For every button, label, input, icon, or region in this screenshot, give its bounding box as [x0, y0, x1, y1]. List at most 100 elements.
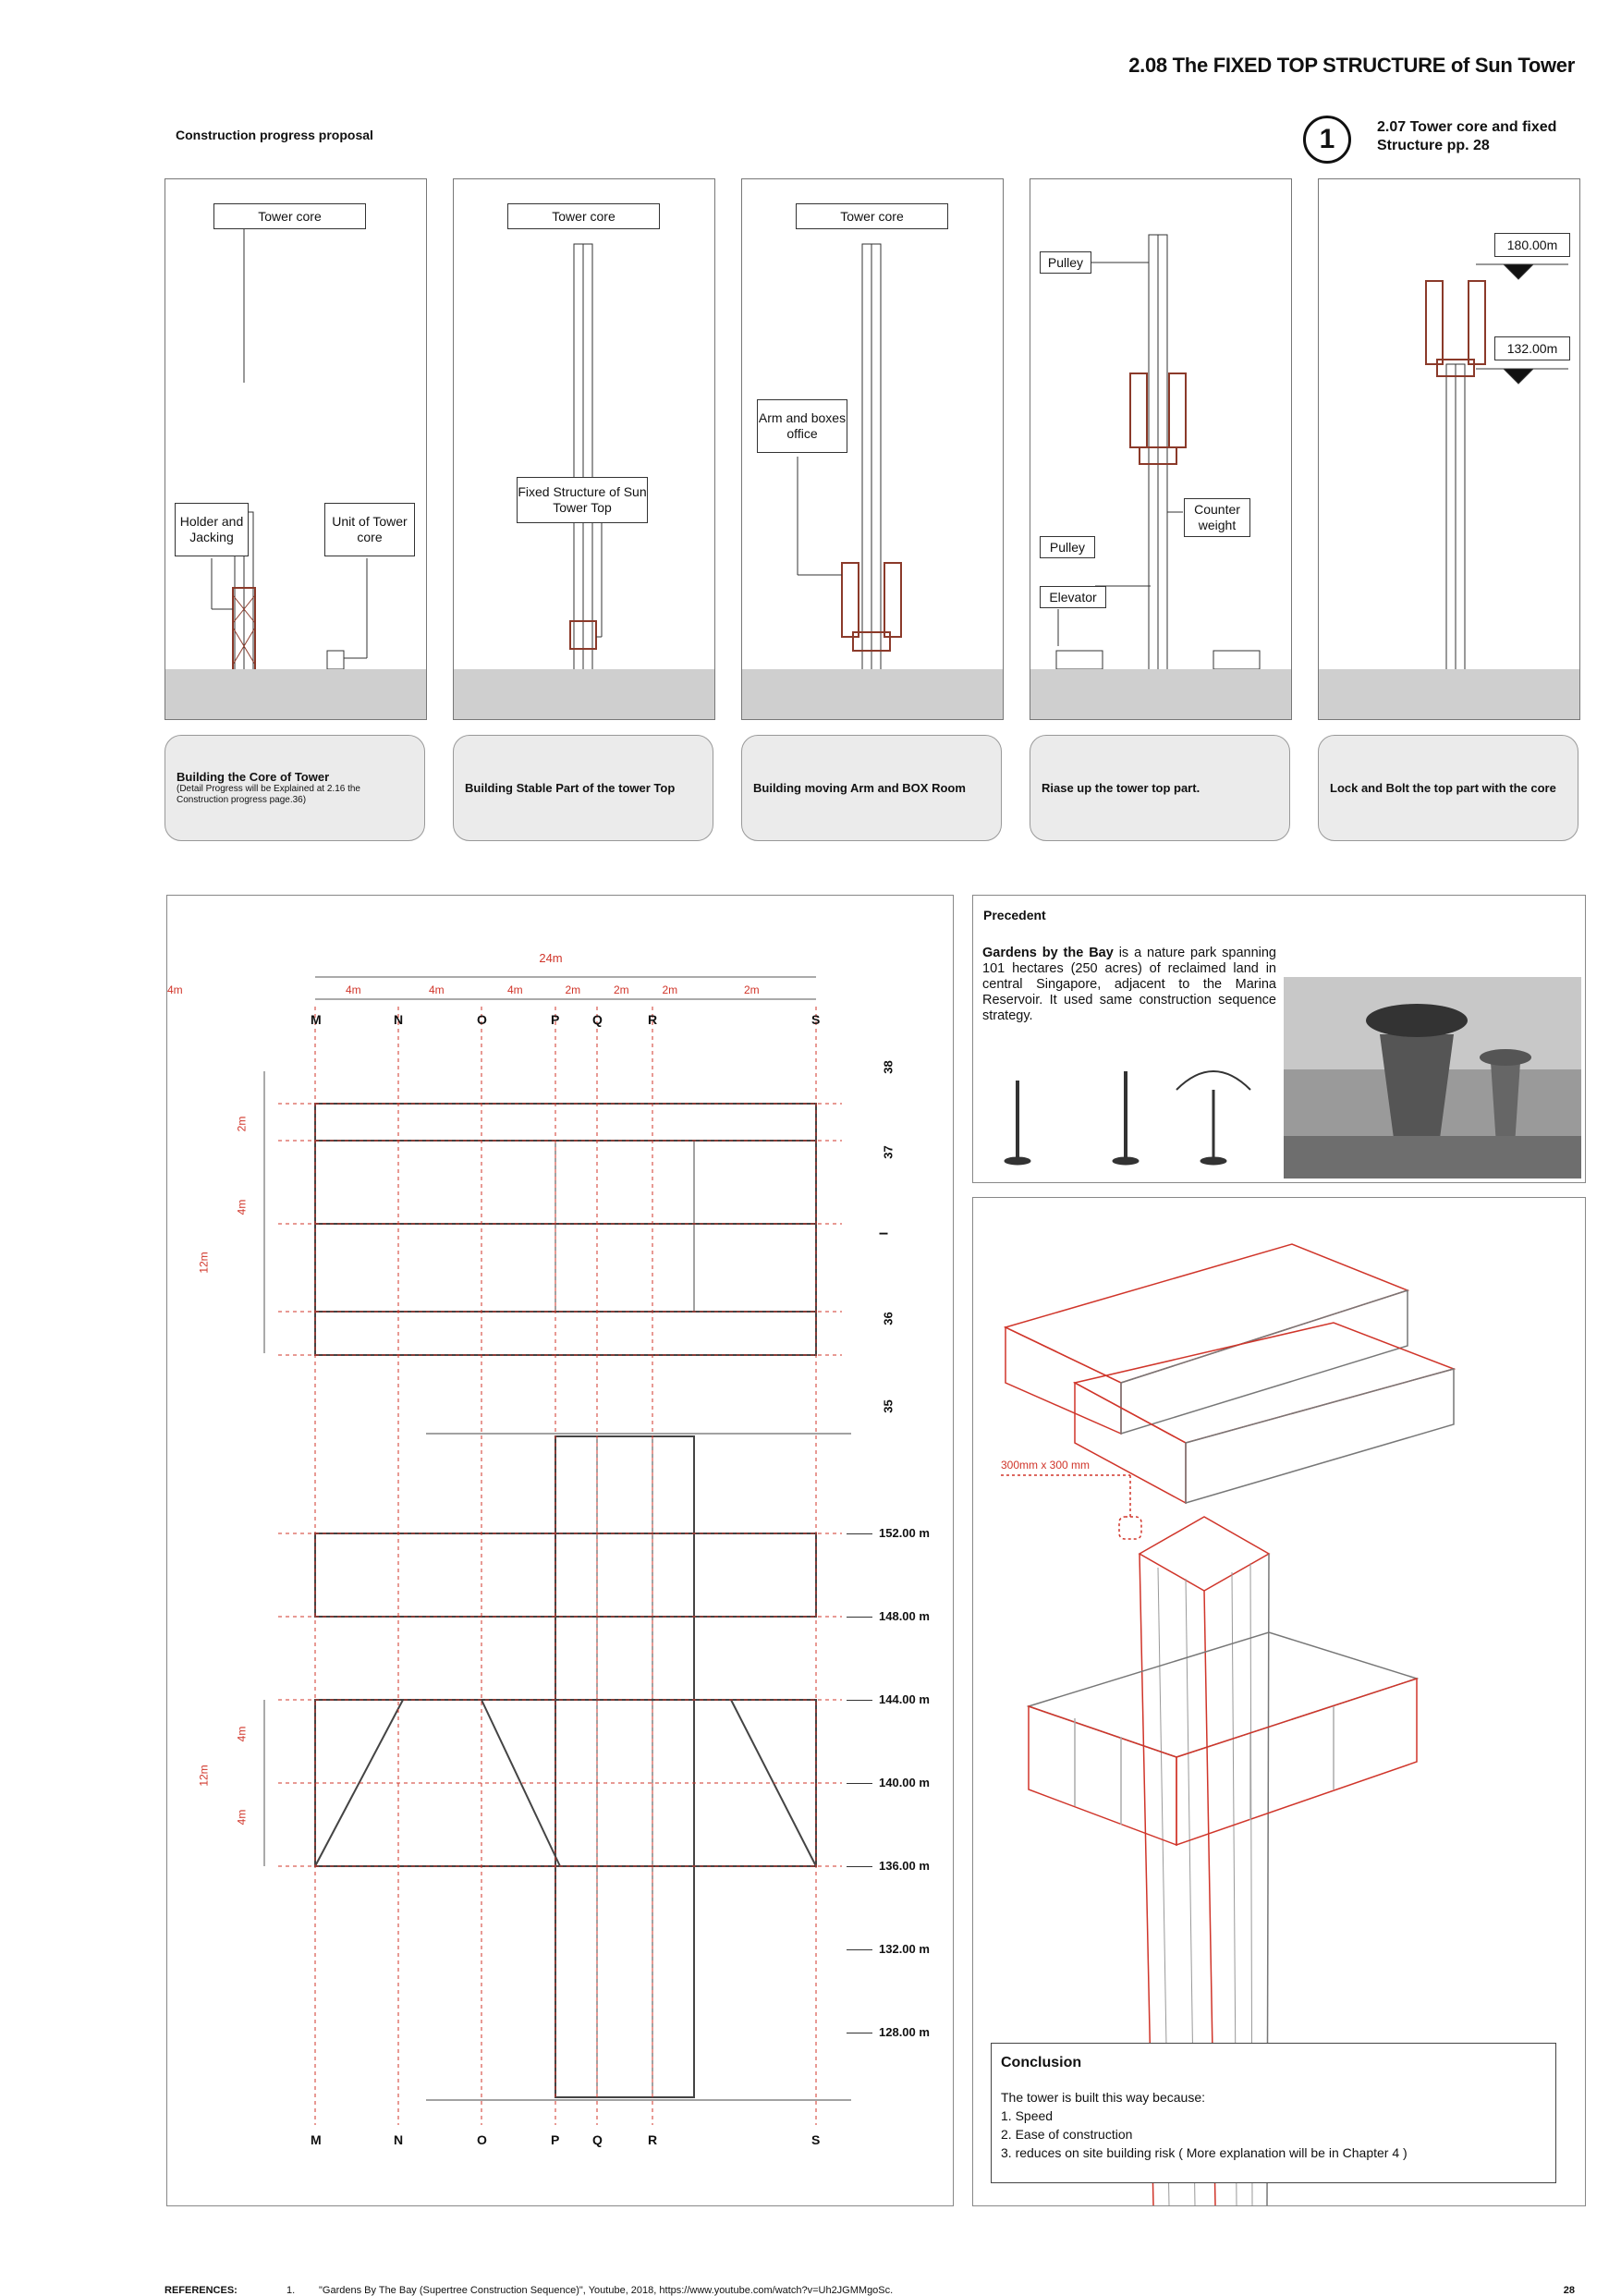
plan-level-tick	[847, 1866, 872, 1867]
ground-section	[1030, 669, 1291, 719]
precedent-images	[1004, 977, 1581, 1179]
plan-total-width: 24m	[539, 951, 563, 965]
structural-plan-drawing	[263, 976, 851, 2125]
label-holder-jacking: Holder and Jacking	[175, 503, 249, 556]
plan-bay-width: 2m	[744, 983, 760, 996]
plan-grid-letter: O	[477, 2132, 487, 2147]
plan-row-label: 36	[881, 1312, 896, 1325]
plan-dim-4m-lower-a: 4m	[235, 1726, 249, 1742]
reference-note: 2.07 Tower core and fixed Structure pp. …	[1377, 119, 1557, 153]
stage-5-drawing	[1425, 263, 1568, 719]
precedent-description: Gardens by the Bay is a nature park span…	[982, 946, 1276, 1024]
stage-1-drawing	[211, 207, 368, 719]
plan-grid-letter: P	[551, 1012, 560, 1027]
plan-row-label: 37	[881, 1145, 896, 1159]
plan-level-tick	[847, 1783, 872, 1784]
plan-level-tick	[847, 1533, 872, 1534]
plan-level-label: 152.00 m	[879, 1526, 930, 1540]
label-elevator: Elevator	[1040, 586, 1106, 608]
plan-dim-2m: 2m	[235, 1116, 249, 1132]
stage-caption-3: Building moving Arm and BOX Room	[741, 735, 1002, 841]
ground-section	[165, 669, 426, 719]
plan-bay-width: 4m	[167, 983, 183, 996]
plan-grid-letter: N	[394, 1012, 404, 1027]
label-pulley-bottom: Pulley	[1040, 536, 1095, 558]
label-tower-core: Tower core	[796, 203, 948, 229]
stage-panel-2: Tower core Fixed Structure of Sun Tower …	[453, 178, 715, 720]
plan-dim-12m: 12m	[197, 1252, 211, 1274]
section-subtitle: Construction progress proposal	[176, 128, 373, 142]
plan-bay-width: 4m	[507, 983, 523, 996]
reference-number-badge: 1	[1303, 116, 1351, 164]
stage-panel-3: Tower core Arm and boxes office	[741, 178, 1004, 720]
plan-grid-letter: R	[648, 1012, 658, 1027]
plan-grid-letter: M	[311, 2132, 322, 2147]
plan-bay-width: 2m	[662, 983, 678, 996]
stage-caption-5: Lock and Bolt the top part with the core	[1318, 735, 1578, 841]
conclusion-heading: Conclusion	[1001, 2055, 1082, 2070]
plan-row-label: 35	[881, 1399, 896, 1413]
conclusion-intro: The tower is built this way because:	[1001, 2090, 1205, 2105]
plan-dim-4m: 4m	[235, 1199, 249, 1215]
plan-level-label: 132.00 m	[879, 1942, 930, 1956]
conclusion-point-1: 1. Speed	[1001, 2108, 1054, 2123]
label-unit-tower-core: Unit of Tower core	[324, 503, 415, 556]
plan-level-tick	[847, 1949, 872, 1950]
plan-bay-width: 2m	[565, 983, 581, 996]
plan-grid-letter: Q	[592, 2132, 603, 2147]
plan-level-label: 140.00 m	[879, 1776, 930, 1789]
axonometric-drawing	[1001, 1243, 1456, 2205]
label-level-132: 132.00m	[1494, 336, 1570, 360]
stage-panel-1: Tower core Holder and Jacking Unit of To…	[165, 178, 427, 720]
caption-title: Building Stable Part of the tower Top	[465, 781, 676, 795]
label-counter-weight: Counter weight	[1184, 498, 1250, 537]
plan-grid-letter: R	[648, 2132, 658, 2147]
footer-reference-text: "Gardens By The Bay (Supertree Construct…	[319, 2285, 894, 2296]
plan-level-label: 136.00 m	[879, 1859, 930, 1873]
stage-panel-4: Pulley Counter weight Pulley Elevator	[1030, 178, 1292, 720]
stage-caption-4: Riase up the tower top part.	[1030, 735, 1290, 841]
ground-section	[742, 669, 1003, 719]
precedent-body: is a nature park spanning 101 hectares (…	[982, 946, 1276, 1023]
caption-title: Building the Core of Tower	[177, 770, 330, 784]
plan-level-label: 148.00 m	[879, 1609, 930, 1623]
label-level-180: 180.00m	[1494, 233, 1570, 257]
precedent-heading: Precedent	[983, 908, 1046, 922]
plan-level-label: 128.00 m	[879, 2025, 930, 2039]
plan-grid-letter: Q	[592, 1012, 603, 1027]
plan-grid-letter: S	[811, 2132, 821, 2147]
ground-section	[1319, 669, 1579, 719]
ground-section	[454, 669, 714, 719]
plan-level-tick	[847, 1700, 872, 1701]
plan-grid-letter: O	[477, 1012, 487, 1027]
stage-2-drawing	[569, 243, 603, 719]
precedent-name: Gardens by the Bay	[982, 946, 1114, 960]
conclusion-box: Conclusion The tower is built this way b…	[991, 2043, 1556, 2183]
plan-row-label: 38	[881, 1060, 896, 1074]
plan-dim-4m-lower-b: 4m	[235, 1809, 249, 1826]
stage-caption-2: Building Stable Part of the tower Top	[453, 735, 713, 841]
plan-grid-letter: S	[811, 1012, 821, 1027]
plan-level-label: 144.00 m	[879, 1692, 930, 1706]
stage-3-drawing	[797, 243, 902, 719]
plan-level-tick	[847, 1617, 872, 1618]
footer-reference-index: 1.	[286, 2285, 296, 2296]
precedent-frame	[972, 895, 1586, 1183]
caption-title: Riase up the tower top part.	[1042, 781, 1201, 795]
label-fixed-structure: Fixed Structure of Sun Tower Top	[517, 477, 648, 523]
plan-row-label: I	[876, 1231, 891, 1236]
plan-grid-letter: N	[394, 2132, 404, 2147]
axonometric-frame: 300mm x 300 mm	[972, 1197, 1586, 2206]
label-tower-core: Tower core	[507, 203, 660, 229]
label-tower-core: Tower core	[213, 203, 366, 229]
plan-dim-12m-lower: 12m	[197, 1765, 211, 1787]
conclusion-point-2: 2. Ease of construction	[1001, 2127, 1133, 2142]
page-number: 28	[1563, 2285, 1575, 2296]
plan-grid-letter: M	[311, 1012, 322, 1027]
axonometric-dimension-label: 300mm x 300 mm	[1001, 1459, 1091, 1472]
caption-title: Building moving Arm and BOX Room	[753, 781, 966, 795]
conclusion-point-3: 3. reduces on site building risk ( More …	[1001, 2145, 1408, 2160]
label-arm-boxes-office: Arm and boxes office	[757, 399, 847, 453]
label-pulley-top: Pulley	[1040, 251, 1091, 274]
